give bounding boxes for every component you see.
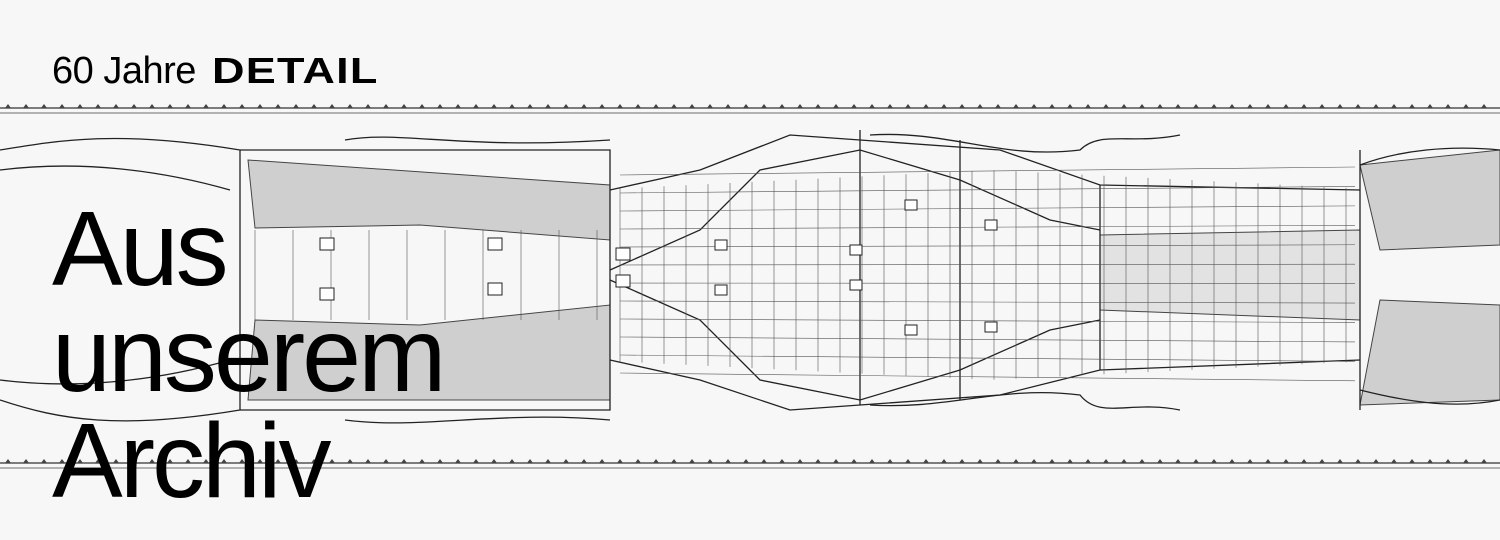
page-title: Aus unserem Archiv [52, 190, 446, 520]
brand-logo: DETAIL [211, 50, 379, 91]
header: 60 Jahre DETAIL [52, 50, 377, 93]
title-line-2: unserem [52, 296, 446, 414]
title-line-3: Archiv [52, 402, 332, 520]
header-prefix: 60 Jahre [52, 50, 196, 92]
title-line-1: Aus [52, 190, 229, 308]
